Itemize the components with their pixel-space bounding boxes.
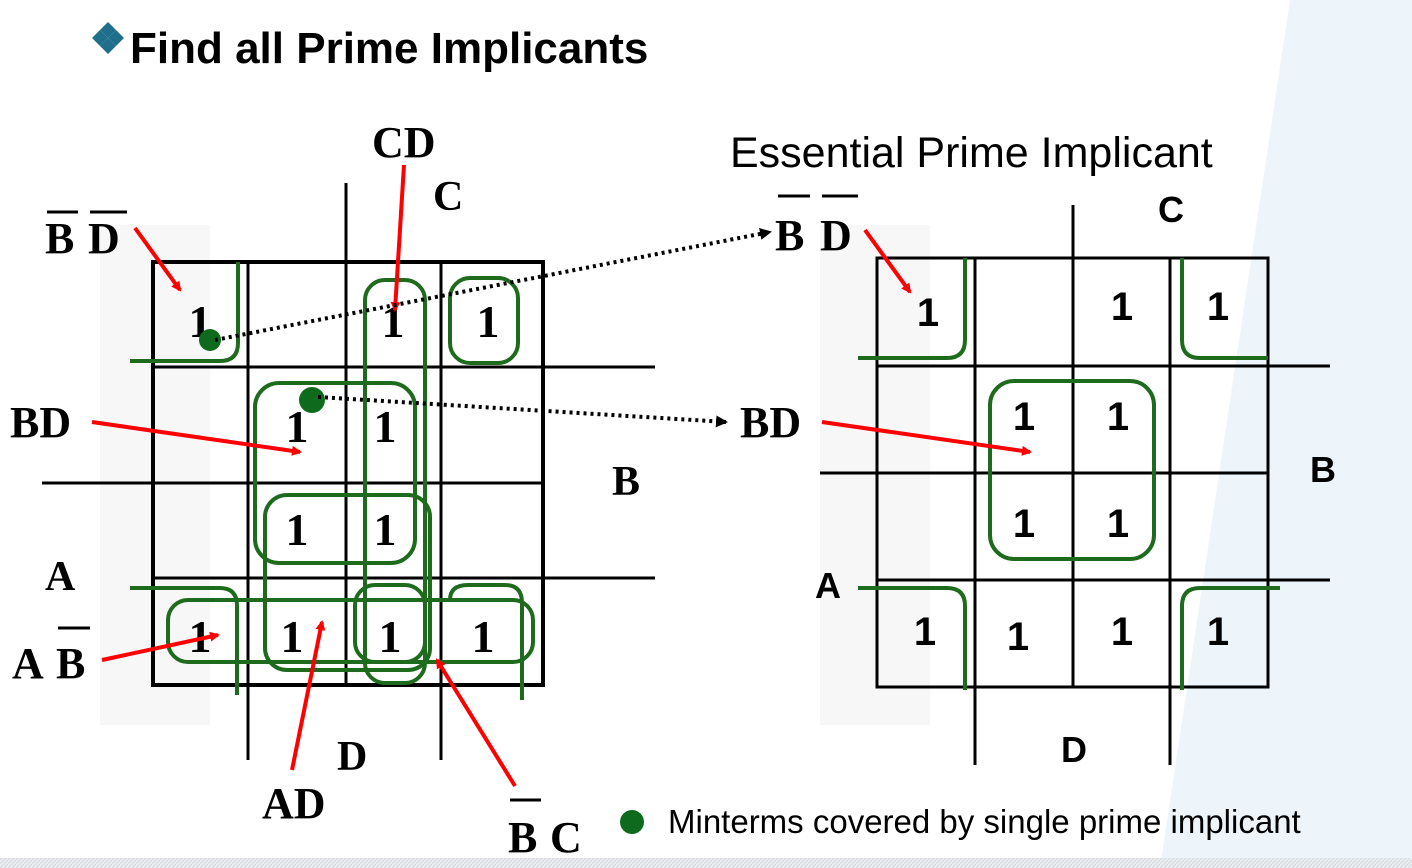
right-cell-r3c0: 1 [914, 610, 936, 654]
left-cell-r1c1: 1 [286, 401, 309, 452]
group-ab-left [130, 586, 239, 695]
rlabel-bd: BD [740, 398, 801, 447]
label-a-bbar: A B [12, 626, 90, 688]
group-bc [263, 493, 432, 672]
rlabel-bbar: B [775, 211, 804, 260]
right-kmap: Essential Prime Implicant 1 1 1 1 1 1 1 … [730, 129, 1336, 770]
right-kmap-arrows [821, 228, 1032, 456]
rarrow-bd-bar [863, 228, 912, 294]
label-bbar: B [45, 214, 74, 263]
label-dbar: D [88, 214, 120, 263]
rlabel-dbar: D [820, 211, 852, 260]
left-var-b: B [612, 459, 640, 505]
rgroup-bl [858, 586, 967, 690]
left-var-d: D [337, 734, 367, 780]
rgroup-bd [988, 379, 1156, 561]
left-cell-r3c0: 1 [189, 611, 212, 662]
label-bd: BD [10, 398, 71, 447]
rarrow-bd [821, 420, 1032, 456]
essential-heading: Essential Prime Implicant [730, 129, 1213, 177]
right-cell-r0c3: 1 [1207, 285, 1229, 329]
right-cell-r0c2: 1 [1111, 285, 1133, 329]
left-kmap-groupings [130, 262, 535, 700]
right-var-d: D [1061, 729, 1087, 770]
right-var-a: A [815, 565, 841, 606]
right-kmap-cells: 1 1 1 1 1 1 1 1 1 1 1 [914, 285, 1229, 659]
right-cell-r3c1: 1 [1007, 615, 1029, 659]
group-bd [253, 381, 417, 565]
arrow-ab [101, 631, 220, 662]
arrow-bd-bar [133, 226, 182, 292]
right-cell-r3c2: 1 [1111, 610, 1133, 654]
right-cell-r0c0: 1 [917, 291, 939, 335]
left-cell-r0c3: 1 [477, 296, 500, 347]
legend-dot-icon [620, 810, 644, 834]
rgroup-tl [858, 258, 967, 360]
left-kmap: 1 1 1 1 1 1 1 1 1 1 1 [10, 118, 655, 862]
left-var-a: A [45, 554, 76, 600]
slide-title: Find all Prime Implicants [92, 22, 648, 73]
page-title: Find all Prime Implicants [130, 24, 648, 73]
right-cell-r2c2: 1 [1107, 502, 1129, 546]
group-ad [353, 583, 427, 664]
left-cell-r3c3: 1 [472, 611, 495, 662]
arrow-ad [290, 620, 326, 771]
left-cell-r2c1: 1 [286, 504, 309, 555]
right-var-c: C [1158, 189, 1184, 230]
rlabel-bbar-dbar: B D [775, 194, 858, 260]
left-cell-r1c2: 1 [374, 401, 397, 452]
diamond-bullet-icon [92, 22, 124, 54]
right-kmap-groupings [858, 258, 1280, 690]
label-a: A [12, 639, 44, 688]
right-kmap-variable-labels: C B A D [815, 189, 1336, 770]
right-cell-r2c1: 1 [1013, 502, 1035, 546]
group-bd-top-right [448, 276, 520, 365]
arrow-bd [91, 420, 302, 456]
left-kmap-variable-labels: C B A D [45, 174, 640, 780]
group-ab [166, 598, 535, 664]
legend: Minterms covered by single prime implica… [620, 803, 1301, 840]
label-bbar-c: B C [508, 798, 582, 862]
group-ab-right [448, 583, 524, 700]
left-kmap-annotations: B D CD BD A B AD B C [10, 118, 582, 862]
label-bbar-dbar: B D [45, 210, 127, 263]
label-cd: CD [372, 118, 436, 167]
right-kmap-annotations: B D BD [740, 194, 858, 447]
right-var-b: B [1310, 449, 1336, 490]
left-kmap-grid [42, 183, 655, 760]
label-bbar-3: B [508, 813, 537, 862]
label-bbar-2: B [56, 639, 85, 688]
group-bd-corner [130, 262, 240, 363]
left-cell-r3c1: 1 [281, 611, 304, 662]
left-cell-r3c2: 1 [379, 611, 402, 662]
dotted-connectors [214, 228, 772, 428]
left-cell-r2c2: 1 [374, 504, 397, 555]
arrow-cd [390, 164, 406, 312]
right-cell-r3c3: 1 [1207, 610, 1229, 654]
label-c: C [550, 813, 582, 862]
minterm-dot-2 [299, 387, 325, 413]
right-kmap-grid [820, 205, 1330, 765]
left-kmap-arrows [91, 164, 517, 788]
left-var-c: C [433, 174, 463, 220]
right-cell-r1c1: 1 [1013, 395, 1035, 439]
rgroup-br [1180, 586, 1280, 690]
label-ad: AD [262, 779, 326, 828]
legend-text: Minterms covered by single prime implica… [668, 803, 1301, 840]
minterm-dot-1 [199, 329, 221, 351]
rgroup-tr [1180, 258, 1268, 360]
right-cell-r1c2: 1 [1107, 395, 1129, 439]
arrow-bc [435, 658, 517, 788]
